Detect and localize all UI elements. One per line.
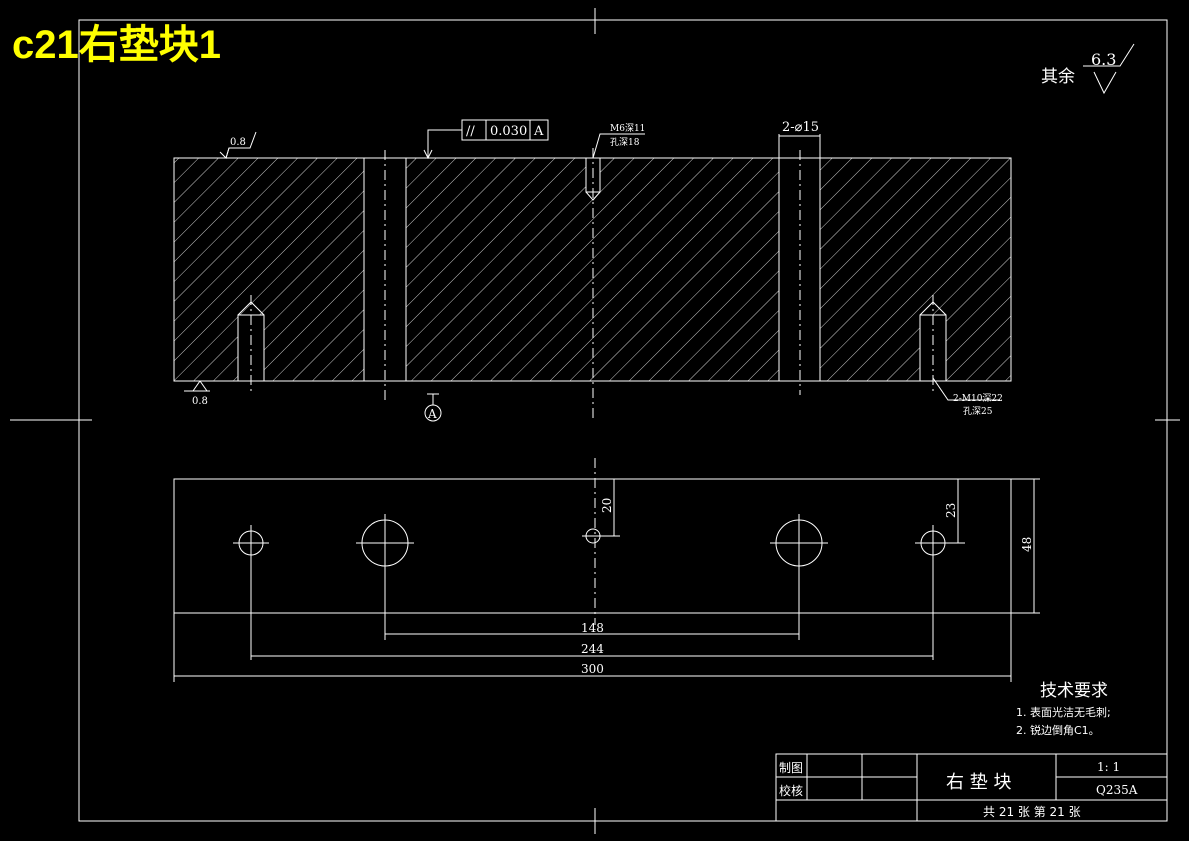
technical-requirements: 技术要求 1. 表面光洁无毛刺; 2. 锐边倒角C1。 bbox=[1016, 681, 1111, 737]
m10-callout-line2: 孔深25 bbox=[963, 406, 993, 417]
section-marker: A bbox=[424, 393, 442, 422]
tolerance-value: 0.030 bbox=[490, 124, 527, 139]
tolerance-symbol: // bbox=[466, 124, 475, 139]
tech-req-item-2: 2. 锐边倒角C1。 bbox=[1016, 723, 1100, 737]
centering-marks bbox=[10, 8, 1180, 834]
material: Q235A bbox=[1096, 783, 1138, 797]
scale: 1: 1 bbox=[1097, 760, 1120, 774]
tech-req-heading: 技术要求 bbox=[1040, 681, 1108, 701]
roughness-bottom-left-value: 0.8 bbox=[192, 396, 208, 407]
section-marker-label: A bbox=[427, 407, 437, 421]
m10-callout: 2-M10深22 孔深25 bbox=[932, 377, 1003, 417]
checked-label: 校核 bbox=[779, 783, 803, 798]
drawn-label: 制图 bbox=[779, 761, 803, 775]
dimensions: 20 23 48 148 244 300 bbox=[173, 478, 1040, 682]
m10-callout-line1: 2-M10深22 bbox=[953, 393, 1003, 404]
top-view-outline bbox=[173, 478, 1012, 614]
dim-48: 48 bbox=[1020, 537, 1034, 552]
roughness-other-label: 其余 bbox=[1041, 67, 1075, 87]
sheet-info: 共 21 张 第 21 张 bbox=[983, 805, 1081, 819]
hatch-region-3 bbox=[820, 158, 1011, 381]
roughness-top-left: 0.8 bbox=[219, 131, 257, 159]
hatch-region-1 bbox=[174, 158, 364, 381]
m6-callout-line1: M6深11 bbox=[610, 123, 645, 134]
holes-top-dimension: 2-⌀15 bbox=[778, 120, 821, 158]
roughness-other-symbol bbox=[1093, 71, 1117, 95]
part-name: 右 垫 块 bbox=[946, 772, 1011, 793]
tech-req-item-1: 1. 表面光洁无毛刺; bbox=[1016, 705, 1111, 719]
roughness-other-value: 6.3 bbox=[1091, 50, 1116, 69]
m6-callout-line2: 孔深18 bbox=[610, 137, 640, 148]
roughness-other: 其余 6.3 bbox=[1041, 43, 1135, 95]
dim-23: 23 bbox=[944, 503, 958, 518]
dim-244: 244 bbox=[581, 642, 604, 656]
dim-300: 300 bbox=[581, 662, 604, 676]
dim-20: 20 bbox=[600, 498, 614, 513]
parallelism-tolerance-frame: // 0.030 A bbox=[423, 119, 549, 160]
roughness-bottom-left: 0.8 bbox=[184, 380, 210, 407]
section-view bbox=[173, 148, 1012, 420]
m6-hole-tip bbox=[585, 191, 601, 201]
tolerance-datum: A bbox=[533, 124, 544, 139]
holes-top-label: 2-⌀15 bbox=[782, 120, 819, 135]
top-view bbox=[173, 458, 1012, 660]
dim-148: 148 bbox=[581, 621, 604, 635]
page-title: c21右垫块1 bbox=[12, 23, 221, 67]
roughness-other-line bbox=[1083, 43, 1135, 67]
roughness-top-left-value: 0.8 bbox=[230, 137, 246, 148]
m6-callout: M6深11 孔深18 bbox=[592, 123, 645, 159]
title-block: 制图 校核 右 垫 块 1: 1 Q235A 共 21 张 第 21 张 bbox=[775, 753, 1168, 822]
